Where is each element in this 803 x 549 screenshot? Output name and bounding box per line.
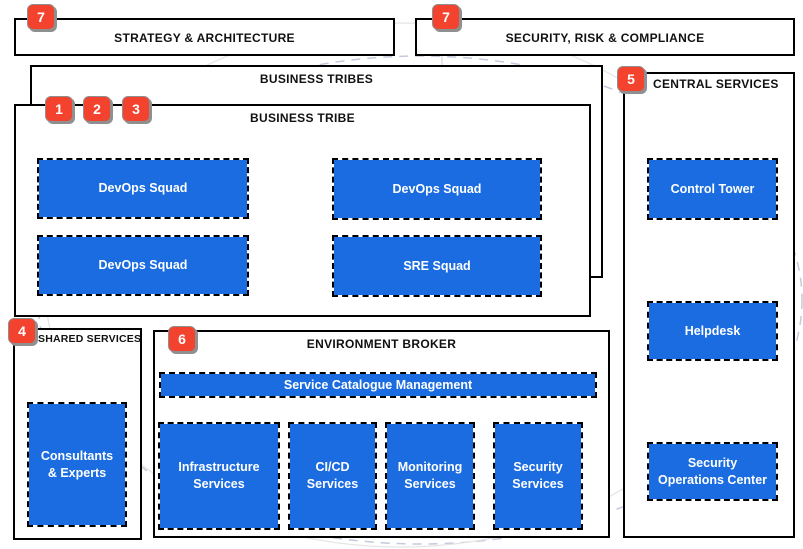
central-services-label: CENTRAL SERVICES: [653, 77, 779, 91]
badge-2-business-tribe: 2: [83, 96, 111, 122]
badge-3-business-tribe: 3: [122, 96, 150, 122]
devops-squad-box-3: DevOps Squad: [37, 235, 249, 296]
helpdesk-label: Helpdesk: [684, 323, 741, 338]
consultants-experts-box: Consultants & Experts: [27, 402, 127, 527]
infrastructure-services-label: Infrastructure Services: [178, 460, 260, 491]
badge-7-strategy: 7: [27, 4, 55, 30]
badge-7-security: 7: [432, 4, 460, 30]
monitoring-services-label: Monitoring Services: [397, 460, 463, 491]
sre-squad-label: SRE Squad: [403, 258, 471, 273]
service-catalogue-management-box: Service Catalogue Management: [159, 372, 597, 398]
security-risk-compliance-box: [415, 18, 795, 56]
badge-1-business-tribe: 1: [45, 96, 73, 122]
control-tower-box: Control Tower: [647, 158, 778, 220]
infrastructure-services-box: Infrastructure Services: [158, 422, 280, 530]
helpdesk-box: Helpdesk: [647, 301, 778, 361]
sre-squad-box: SRE Squad: [332, 235, 542, 297]
badge-6-environment-broker: 6: [168, 326, 196, 352]
badge-5-central-services: 5: [617, 66, 645, 92]
cicd-services-box: CI/CD Services: [288, 422, 377, 530]
devops-squad-box-1: DevOps Squad: [37, 158, 249, 219]
shared-services-label: SHARED SERVICES: [38, 333, 142, 345]
business-tribes-label: BUSINESS TRIBES: [259, 72, 374, 86]
control-tower-label: Control Tower: [670, 181, 755, 196]
strategy-architecture-label: STRATEGY & ARCHITECTURE: [114, 31, 295, 45]
badge-4-shared-services: 4: [8, 318, 36, 344]
service-catalogue-management-label: Service Catalogue Management: [283, 377, 473, 392]
cicd-services-label: CI/CD Services: [306, 460, 359, 491]
consultants-experts-label: Consultants & Experts: [40, 448, 114, 480]
strategy-architecture-box: [14, 18, 395, 56]
security-operations-center-box: Security Operations Center: [647, 442, 778, 501]
devops-squad-label-1: DevOps Squad: [98, 181, 188, 196]
business-tribe-label: BUSINESS TRIBE: [250, 111, 355, 125]
monitoring-services-box: Monitoring Services: [385, 422, 475, 530]
devops-squad-label-2: DevOps Squad: [392, 181, 482, 196]
security-services-label: Security Services: [512, 460, 564, 491]
devops-squad-box-2: DevOps Squad: [332, 158, 542, 220]
security-services-box: Security Services: [493, 422, 583, 530]
environment-broker-label: ENVIRONMENT BROKER: [306, 337, 457, 351]
security-risk-compliance-label: SECURITY, RISK & COMPLIANCE: [505, 31, 705, 45]
devops-squad-label-3: DevOps Squad: [98, 258, 188, 273]
security-operations-center-label: Security Operations Center: [657, 455, 768, 487]
